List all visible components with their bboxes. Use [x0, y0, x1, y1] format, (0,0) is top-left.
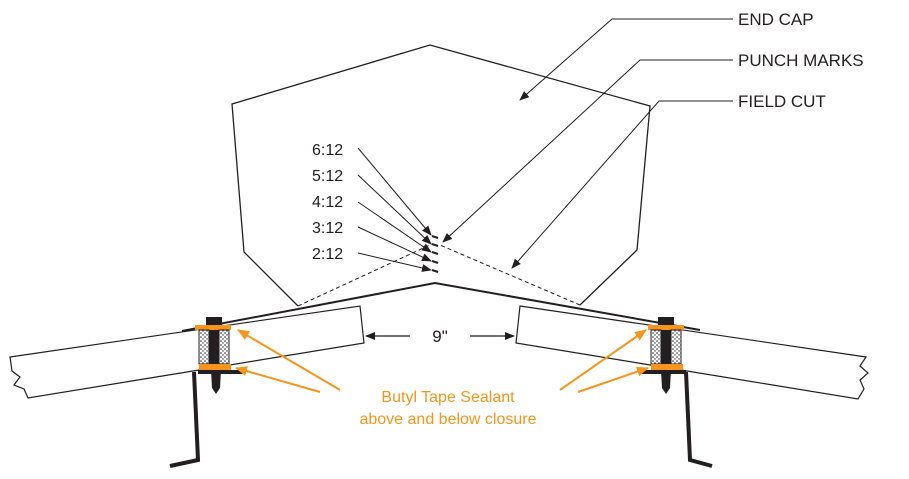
right-butyl-tape-bottom: [651, 364, 683, 370]
left-screw-head: [206, 317, 222, 325]
pitch-label-3-12: 3:12: [312, 220, 343, 237]
left-butyl-tape-bottom: [199, 364, 231, 370]
pitch-label-2-12: 2:12: [312, 246, 343, 263]
field-cut-label: FIELD CUT: [738, 92, 826, 111]
right-roof-panel: [515, 305, 869, 400]
left-fastener-assembly: [169, 317, 244, 468]
butyl-tape-note-line2: above and below closure: [359, 411, 536, 428]
field-cut-leader: [511, 100, 733, 269]
pitch-leaders: [357, 147, 432, 272]
right-screw-tip: [661, 370, 671, 394]
field-cut-line-left: [297, 243, 433, 307]
left-butyl-tape-top: [195, 325, 231, 330]
left-closure-foam-b: [218, 329, 230, 365]
butyl-tape-arrows: [235, 329, 649, 393]
left-closure-foam-a: [198, 329, 210, 365]
punch-mark-ticks: [431, 235, 439, 273]
right-closure-foam-b: [670, 329, 682, 365]
end-cap-outline: [231, 44, 651, 307]
pitch-label-5-12: 5:12: [312, 168, 343, 185]
pitch-label-6-12: 6:12: [312, 142, 343, 159]
pitch-label-4-12: 4:12: [312, 194, 343, 211]
right-closure-foam-a: [650, 329, 662, 365]
ridge-line: [181, 281, 701, 332]
right-fastener-shank-upper: [661, 330, 671, 364]
right-screw-head: [658, 317, 674, 325]
right-z-purlin: [684, 371, 713, 468]
left-screw-tip: [211, 370, 221, 394]
end-cap-leader: [519, 18, 733, 101]
left-fastener-shank-upper: [209, 330, 219, 364]
punch-marks-label: PUNCH MARKS: [738, 51, 864, 70]
right-butyl-tape-top: [648, 325, 684, 330]
punch-marks-leader: [442, 59, 733, 243]
end-cap-label: END CAP: [738, 10, 814, 29]
dimension-label: 9": [432, 327, 448, 346]
left-z-purlin: [169, 371, 201, 468]
field-cut-line-right: [439, 244, 581, 306]
butyl-tape-note-line1: Butyl Tape Sealant: [381, 389, 515, 406]
left-roof-panel: [9, 305, 365, 399]
right-fastener-assembly: [640, 317, 713, 468]
